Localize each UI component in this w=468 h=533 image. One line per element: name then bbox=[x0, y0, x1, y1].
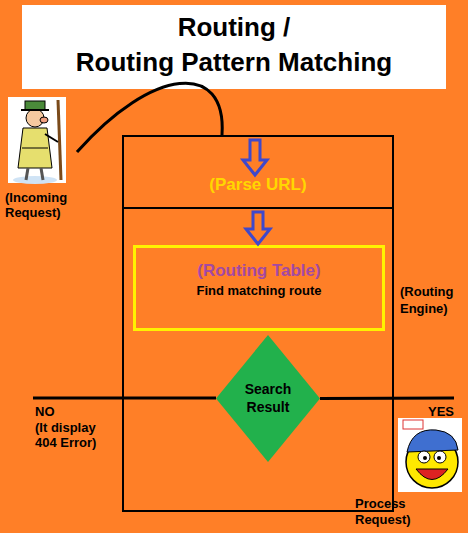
no-branch-line bbox=[33, 397, 216, 400]
flow-arrow bbox=[243, 140, 267, 175]
walking-stick bbox=[58, 100, 61, 180]
table-heading: (Routing Table) bbox=[136, 261, 382, 281]
node-caption: (Routing Engine) bbox=[400, 283, 468, 317]
table-note: Find matching route bbox=[136, 283, 382, 299]
routing-engine-box: (Routing Engine)(Parse URL)(Routing Tabl… bbox=[122, 135, 394, 512]
eye bbox=[418, 451, 430, 463]
pupil bbox=[423, 456, 427, 460]
connector bbox=[246, 212, 270, 244]
tiny-sign bbox=[403, 420, 423, 429]
connector bbox=[320, 398, 454, 400]
diamond-shape bbox=[216, 335, 320, 462]
leg bbox=[41, 168, 43, 180]
figure-backdrop bbox=[8, 97, 66, 183]
step-label: (Parse URL) bbox=[124, 175, 392, 195]
eye bbox=[434, 451, 446, 463]
leg bbox=[26, 168, 28, 180]
nose bbox=[40, 117, 48, 123]
pupil bbox=[437, 456, 441, 460]
decision-diamond: Search Result bbox=[216, 335, 320, 462]
coat-belt bbox=[22, 148, 48, 149]
branch-label: NO bbox=[35, 404, 55, 419]
routing-table-box: (Routing Table) Find matching route bbox=[133, 245, 385, 331]
yes-branch-line bbox=[320, 397, 454, 401]
title-box: Routing / Routing Pattern Matching bbox=[22, 5, 446, 89]
hat bbox=[25, 101, 45, 110]
diagram-title: Routing / bbox=[22, 12, 446, 42]
arm bbox=[45, 134, 58, 142]
request-line bbox=[77, 83, 222, 152]
decision-label: Search Result bbox=[233, 380, 303, 416]
incoming-request-figure: (Incoming Request) bbox=[5, 97, 77, 225]
flow-arrow bbox=[246, 212, 270, 244]
diamond-outline bbox=[216, 335, 320, 462]
cap bbox=[407, 430, 458, 452]
smile bbox=[416, 469, 448, 480]
figure-backdrop bbox=[398, 418, 462, 492]
connector bbox=[77, 83, 222, 152]
hat-brim bbox=[21, 109, 49, 111]
node-caption: (Incoming Request) bbox=[5, 190, 77, 220]
parse-url-band: (Parse URL) bbox=[124, 137, 392, 209]
node-caption: Process Request) bbox=[355, 496, 419, 528]
snow-patch bbox=[13, 176, 57, 184]
title-line: Routing Pattern Matching bbox=[22, 47, 446, 77]
process-request-figure: Process Request) bbox=[352, 398, 464, 533]
branch-note: (It display 404 Error) bbox=[35, 420, 110, 450]
branch-label: YES bbox=[428, 404, 454, 419]
